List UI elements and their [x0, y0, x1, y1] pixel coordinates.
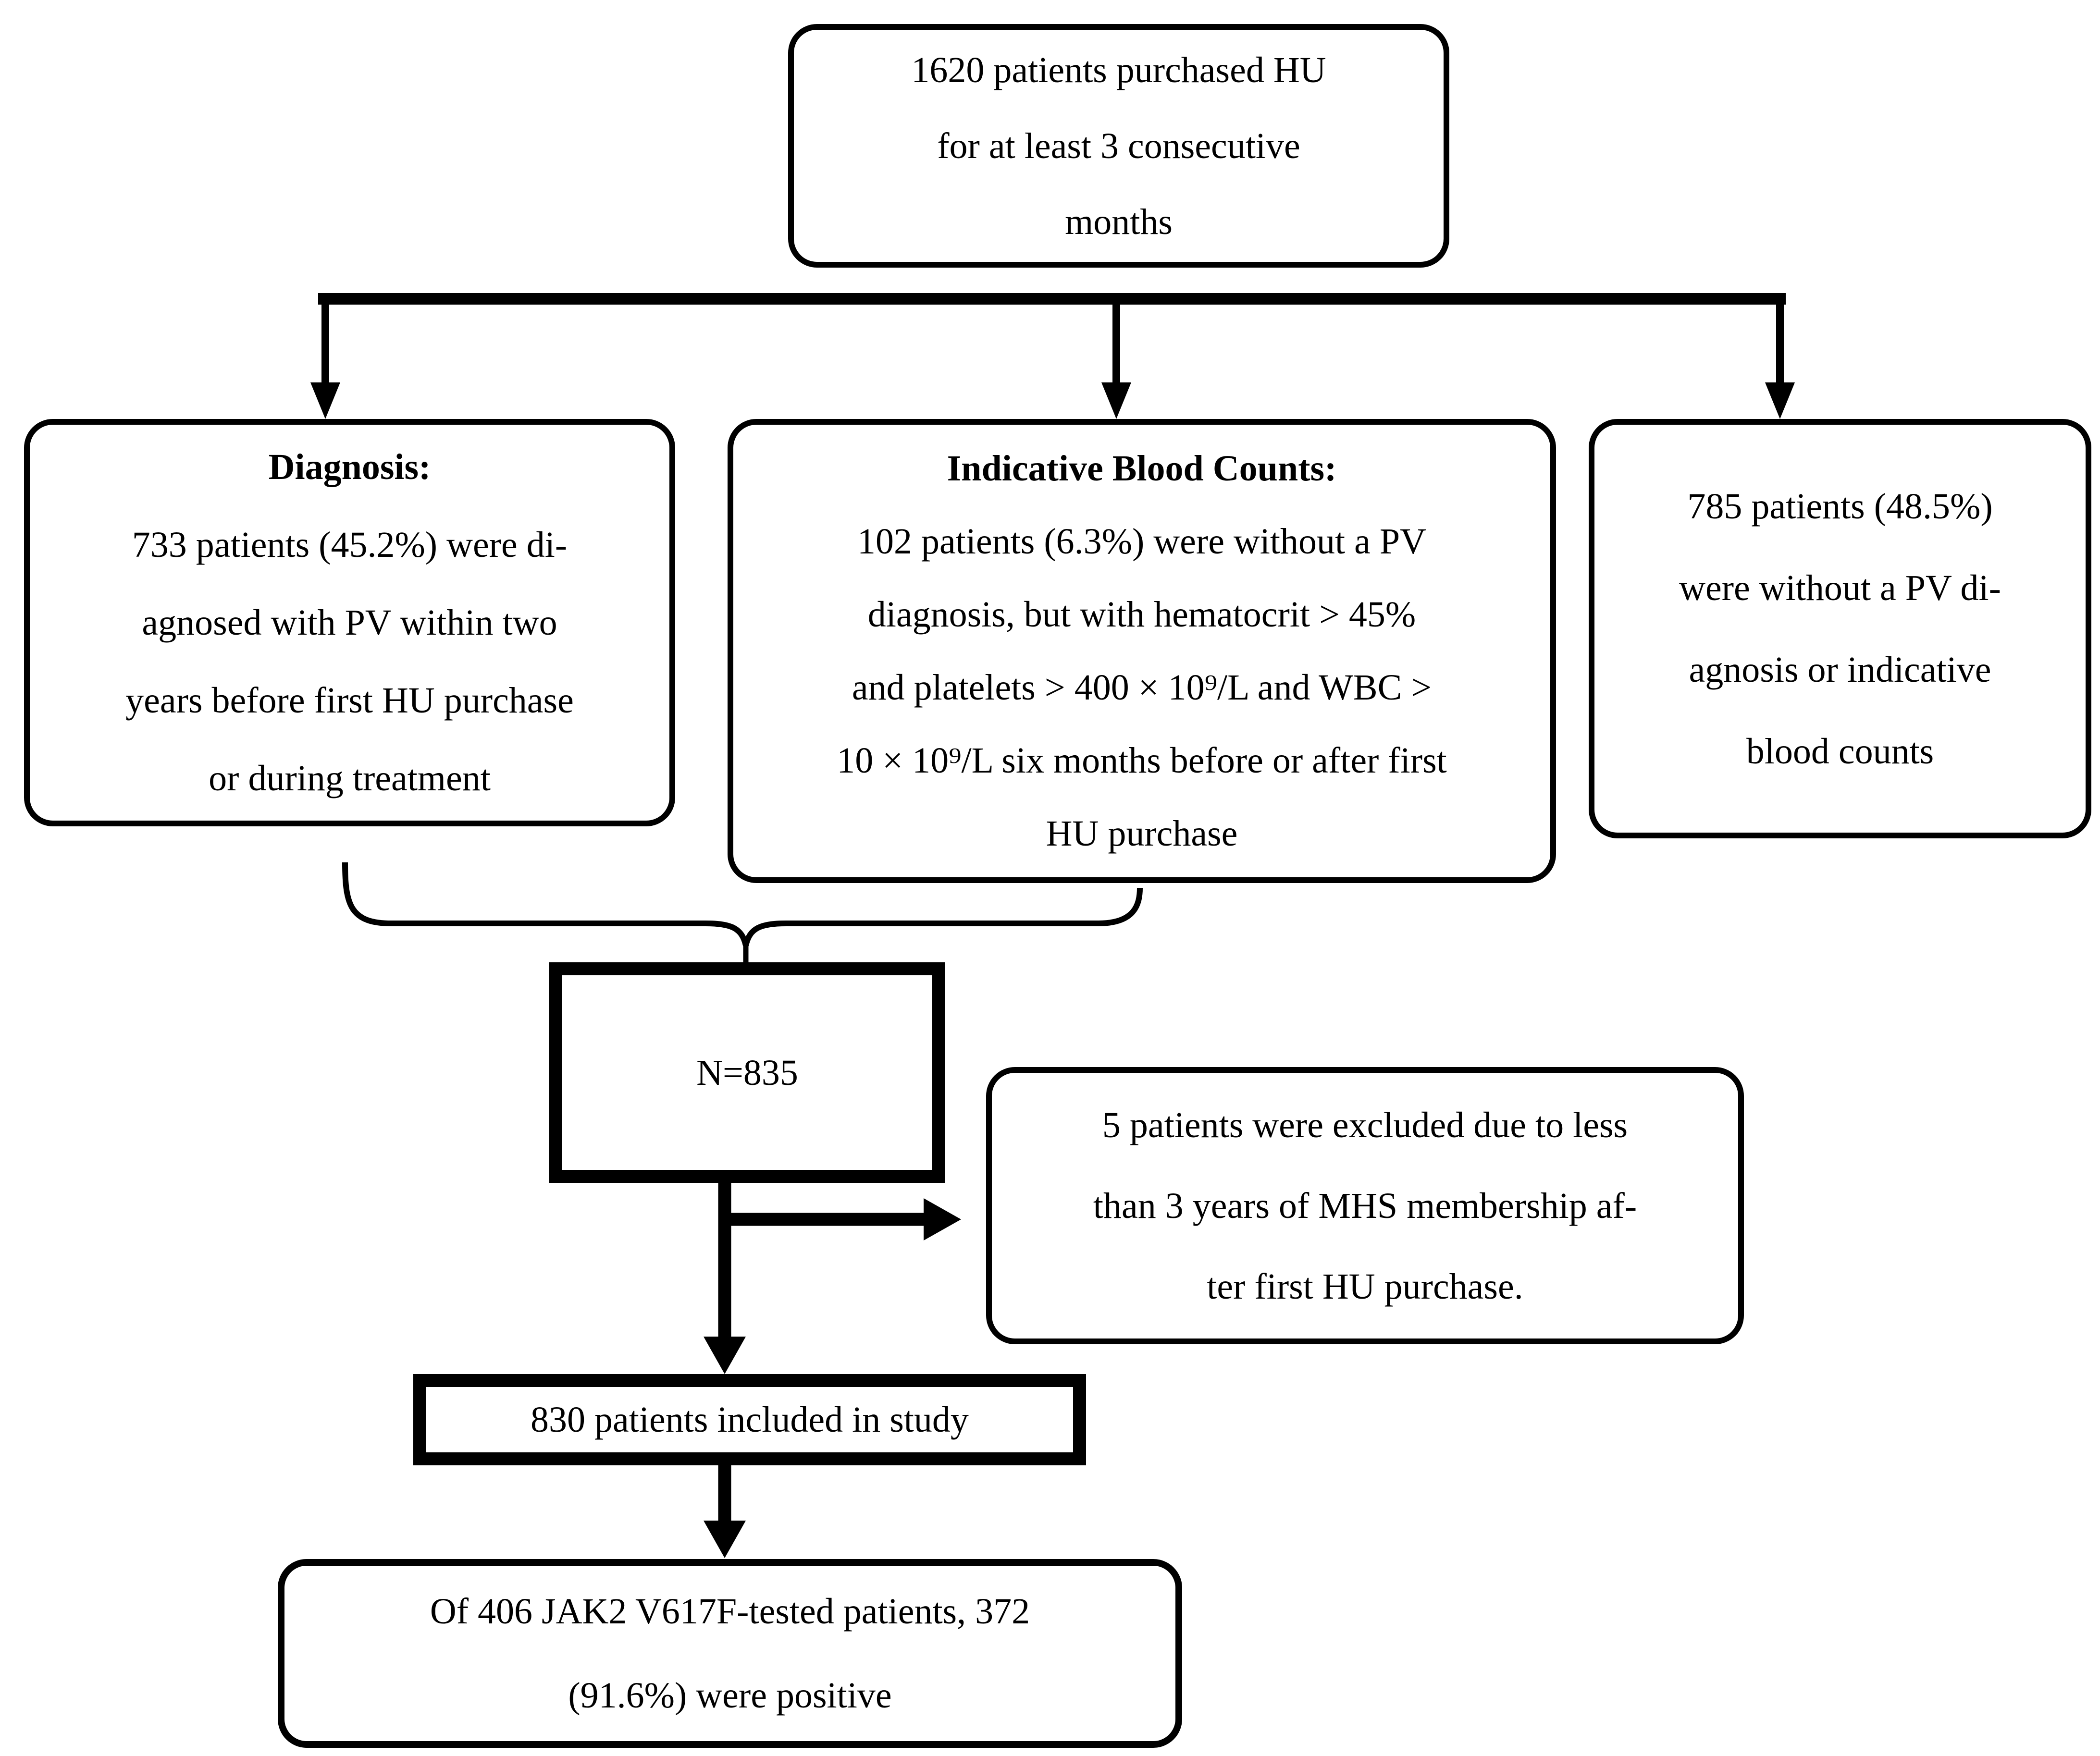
blood-counts-heading: Indicative Blood Counts:: [947, 448, 1337, 489]
diagnosis-box: Diagnosis: 733 patients (45.2%) were di-…: [24, 419, 675, 826]
text-line: 1620 patients purchased HU: [911, 49, 1326, 90]
text-line: 733 patients (45.2%) were di-: [132, 525, 568, 565]
text-line: for at least 3 consecutive: [937, 125, 1300, 166]
text-line: Of 406 JAK2 V617F-tested patients, 372: [430, 1591, 1030, 1632]
n835-label: N=835: [696, 1052, 798, 1093]
text-line: years before first HU purchase: [125, 680, 574, 721]
n835-down-arrowhead-icon: [704, 1337, 746, 1374]
text-line: were without a PV di-: [1679, 567, 2001, 608]
included-patients-box: 830 patients included in study: [413, 1374, 1086, 1465]
jak2-result-box: Of 406 JAK2 V617F-tested patients, 372 (…: [278, 1559, 1182, 1748]
n835-box: N=835: [549, 962, 945, 1183]
indicative-blood-counts-box: Indicative Blood Counts: 102 patients (6…: [728, 419, 1556, 883]
no-pv-diagnosis-box: 785 patients (48.5%) were without a PV d…: [1589, 419, 2091, 838]
text-line: agnosis or indicative: [1689, 649, 1991, 690]
right-branch-arrowhead-icon: [1765, 382, 1795, 419]
included-label: 830 patients included in study: [531, 1400, 969, 1440]
text-line: (91.6%) were positive: [568, 1675, 892, 1716]
text-line: months: [1065, 201, 1173, 242]
text-line: than 3 years of MHS membership af-: [1093, 1185, 1637, 1226]
exclusion-branch-arrowhead-icon: [924, 1198, 961, 1240]
text-line: diagnosis, but with hematocrit > 45%: [867, 594, 1416, 635]
text-line: 10 × 10⁹/L six months before or after fi…: [837, 740, 1447, 781]
middle-branch-arrowhead-icon: [1101, 382, 1131, 419]
text-line: 5 patients were excluded due to less: [1102, 1105, 1628, 1145]
included-down-arrowhead-icon: [704, 1521, 746, 1558]
text-line: blood counts: [1746, 731, 1934, 772]
text-line: ter first HU purchase.: [1207, 1266, 1523, 1307]
text-line: agnosed with PV within two: [142, 602, 557, 643]
top-box: 1620 patients purchased HU for at least …: [788, 24, 1449, 268]
text-line: HU purchase: [1046, 813, 1238, 854]
text-line: 785 patients (48.5%): [1687, 486, 1993, 527]
excluded-patients-box: 5 patients were excluded due to less tha…: [986, 1067, 1744, 1344]
text-line: 102 patients (6.3%) were without a PV: [857, 521, 1427, 562]
left-branch-arrowhead-icon: [310, 382, 340, 419]
text-line: or during treatment: [209, 758, 491, 798]
diagnosis-heading: Diagnosis:: [268, 447, 431, 487]
text-line: and platelets > 400 × 10⁹/L and WBC >: [852, 667, 1432, 708]
